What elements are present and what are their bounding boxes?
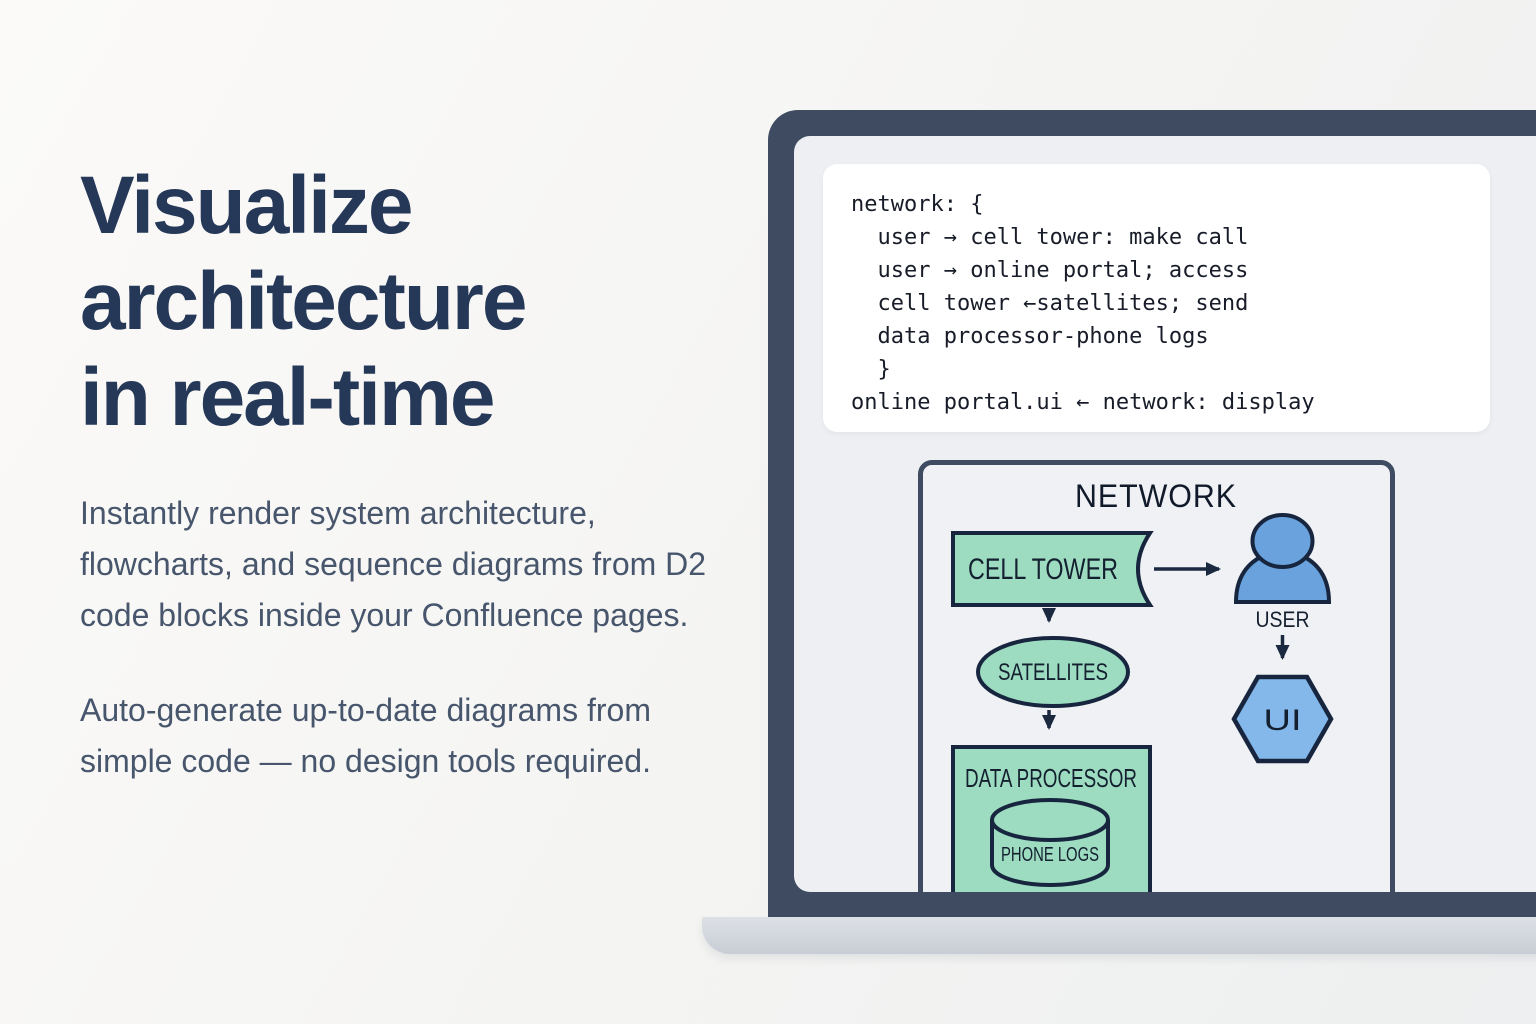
ui-node — [1231, 674, 1334, 764]
user-person-head-icon — [1250, 513, 1315, 569]
data-processor-label: DATA PROCESSOR — [965, 763, 1137, 793]
satellites-node — [976, 636, 1130, 708]
diagram-title: NETWORK — [1075, 478, 1237, 514]
network-diagram-container: NETWORK CELL TOWER USER UI SATELLITES — [918, 460, 1395, 892]
phone-logs-label: PHONE LOGS — [1001, 844, 1099, 866]
title-line-3: in real-time — [80, 352, 495, 443]
d2-code-block: network: { user → cell tower: make call … — [823, 164, 1490, 432]
page-title: Visualize architecture in real-time — [80, 158, 740, 446]
title-line-2: architecture — [80, 256, 527, 347]
code-line: data processor-phone logs — [851, 324, 1209, 349]
code-line: } — [851, 357, 891, 382]
phone-logs-cylinder-top — [990, 798, 1110, 842]
satellites-label: SATELLITES — [998, 659, 1108, 686]
code-line: online portal.ui ← network: display — [851, 390, 1315, 415]
network-diagram: NETWORK CELL TOWER USER UI SATELLITES — [951, 478, 1334, 892]
ui-label: UI — [1264, 704, 1302, 737]
code-line: user → online portal; access — [851, 258, 1249, 283]
code-line: user → cell tower: make call — [851, 225, 1249, 250]
laptop-screen: network: { user → cell tower: make call … — [794, 136, 1536, 892]
code-line: network: { — [851, 192, 984, 217]
intro-paragraph: Instantly render system architecture, fl… — [80, 495, 707, 633]
cell-tower-node — [951, 531, 1154, 607]
hero-section: Visualize architecture in real-time Inst… — [80, 158, 740, 787]
code-line: cell tower ←satellites; send — [851, 291, 1249, 316]
title-line-1: Visualize — [80, 160, 413, 251]
laptop-mockup: network: { user → cell tower: make call … — [768, 110, 1536, 918]
benefit-paragraph: Auto-generate up-to-date diagrams from s… — [80, 692, 651, 779]
user-label: USER — [1256, 607, 1310, 632]
cell-tower-label: CELL TOWER — [968, 553, 1118, 586]
laptop-base — [702, 917, 1536, 954]
